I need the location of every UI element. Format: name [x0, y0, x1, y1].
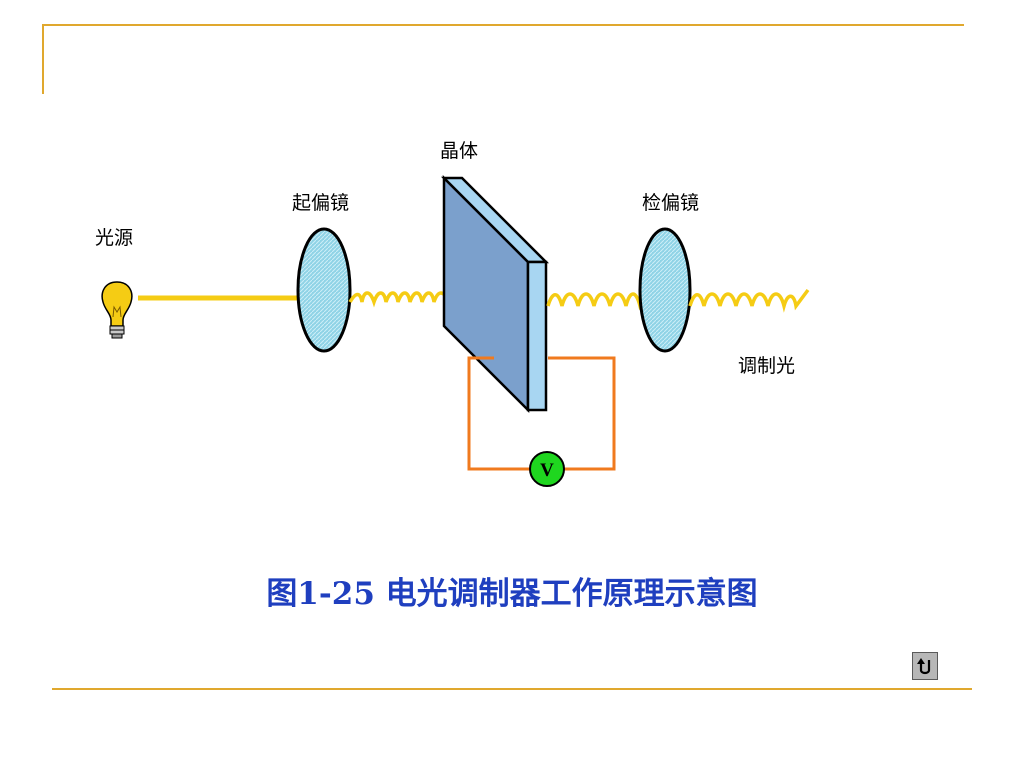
- phase-modulated-wave: [546, 291, 663, 311]
- u-turn-return-icon: [917, 658, 931, 675]
- modulated-light-label: 调制光: [738, 355, 796, 377]
- polarizer-label: 起偏镜: [292, 192, 350, 214]
- frame-top-border: [42, 24, 964, 26]
- figure-caption: 图1-25 电光调制器工作原理示意图: [266, 576, 758, 612]
- voltmeter: V: [529, 451, 565, 487]
- light-source-label: 光源: [95, 227, 134, 249]
- polarizer-lens: [296, 227, 352, 353]
- return-button[interactable]: [912, 652, 938, 680]
- analyzer-label: 检偏镜: [642, 192, 700, 214]
- crystal-slab: [440, 174, 550, 414]
- circuit-wire: [467, 356, 616, 471]
- analyzer-lens: [638, 227, 692, 353]
- crystal-label: 晶体: [440, 140, 479, 162]
- voltmeter-symbol: V: [540, 460, 554, 481]
- frame-bottom-border: [52, 688, 972, 690]
- light-bulb-icon: [101, 281, 133, 339]
- frame-left-border: [42, 24, 44, 94]
- modulated-output-wave: [688, 288, 810, 313]
